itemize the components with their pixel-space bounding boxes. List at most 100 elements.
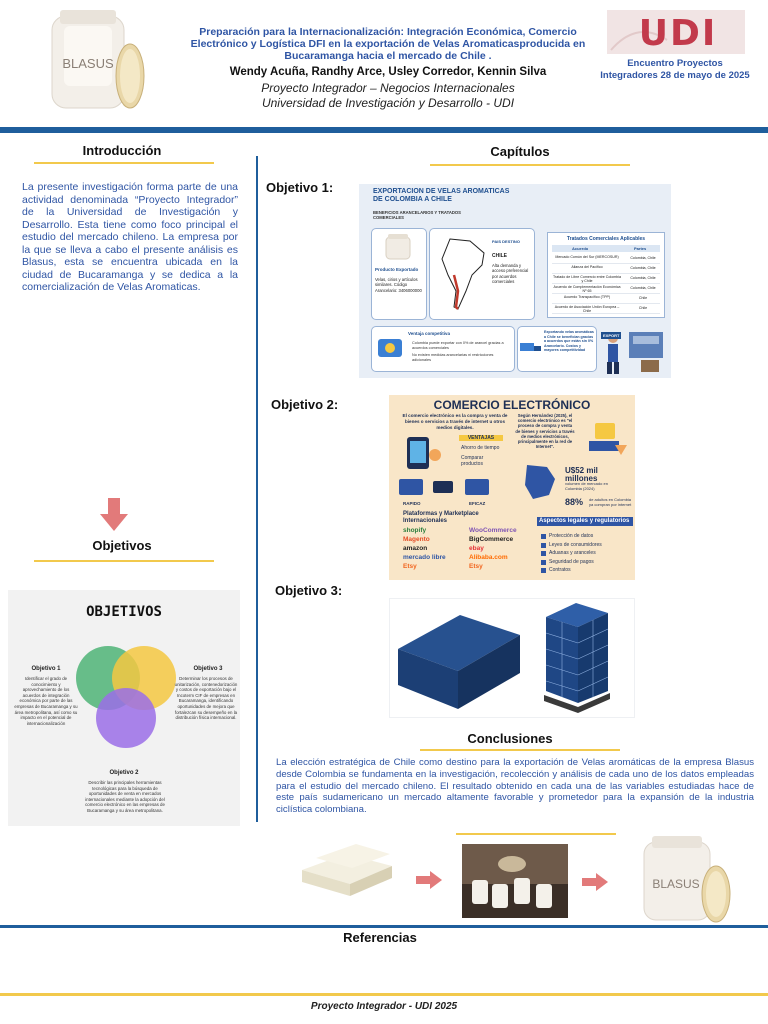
export-benefit-text: Exportando velas aromáticas a Chile se b…: [544, 330, 594, 353]
ecommerce-title: COMERCIO ELECTRÓNICO: [433, 398, 591, 412]
treaties-table-title: Tratados Comerciales Aplicables: [566, 236, 646, 242]
objetivo-1-title: Objetivo 1: [31, 666, 61, 672]
destination-label: PAIS DESTINO: [492, 239, 520, 244]
treaties-col-partes: Partes: [634, 246, 647, 251]
destination-text: Alta demanda y acceso preferencial por a…: [492, 263, 529, 285]
legal-bullet-icon: [541, 568, 546, 573]
advantage-title: Ventaja competitiva: [408, 331, 451, 336]
legal-item: Aduanas y aranceles: [549, 550, 596, 556]
product-text: Velas, cirios y artículos similares. Cód…: [375, 277, 422, 293]
platform-logo: Etsy: [403, 563, 417, 570]
treaty-parties: Colombia, Chile: [630, 286, 656, 290]
treaty-parties: Colombia, Chile: [630, 276, 656, 280]
down-arrow-icon: [100, 498, 128, 531]
advantage-2: No existen medidas arancelarias ni restr…: [412, 353, 494, 362]
platform-logo: shopify: [403, 527, 427, 534]
column-divider: [256, 156, 258, 822]
objetivo-2-label: Objetivo 2:: [271, 397, 339, 412]
objetivo-3-label: Objetivo 3:: [275, 583, 343, 598]
cart-icon: [589, 423, 627, 455]
platform-logo: Magento: [403, 536, 430, 543]
conclusiones-heading: Conclusiones: [467, 731, 553, 746]
stat-adults-value: 88%: [565, 497, 584, 507]
right-arrow-icon-2: [582, 873, 608, 891]
rapido-label: RAPIDO: [403, 501, 421, 506]
ventajas-label: VENTAJAS: [459, 435, 503, 441]
advantage-card: Ventaja competitiva Colombia puede expor…: [371, 326, 515, 372]
finished-candle-image: BLASUS: [643, 836, 731, 923]
product-candle-icon: [385, 234, 411, 260]
treaty-parties: Chile: [638, 306, 648, 310]
destination-card: PAIS DESTINO CHILE Alta demanda y acceso…: [429, 228, 535, 320]
legal-item: Leyes de consumidores: [549, 541, 602, 548]
product-card: Producto Exportado Velas, cirios y artíc…: [371, 228, 427, 320]
intro-text: La presente investigación forma parte de…: [22, 181, 238, 293]
export-infographic-title: EXPORTACION DE VELAS AROMATICAS DE COLOM…: [373, 188, 510, 203]
truck-icon: [520, 343, 541, 351]
udi-logo-text: UDI: [638, 13, 718, 54]
phone-shopping-icon: [407, 437, 441, 469]
conclusiones-text: La elección estratégica de Chile como de…: [276, 757, 754, 816]
export-benefit-card: Exportando velas aromáticas a Chile se b…: [517, 326, 597, 372]
references-divider: [0, 925, 768, 928]
event-info: Encuentro Proyectos Integradores 28 de m…: [600, 58, 750, 81]
right-arrow-icon-1: [416, 871, 442, 889]
intro-heading: Introducción: [82, 143, 162, 158]
objetivo-2-text: Describir las principales herramientas t…: [85, 780, 165, 813]
treaties-table-header: Acuerdo Partes: [552, 245, 660, 252]
referencias-heading: Referencias: [343, 930, 417, 945]
export-infographic: EXPORTACION DE VELAS AROMATICAS DE COLOM…: [359, 184, 671, 378]
legal-bullet-icon: [541, 559, 546, 565]
candle-making-image: [462, 844, 568, 918]
treaty-name: Acuerdo de Asociación Unión Europea – Ch…: [554, 305, 620, 313]
colombia-map-icon: [525, 465, 555, 499]
treaty-name: Alianza del Pacífico: [571, 265, 603, 269]
stat-adults-text: de adultos en Colombia ya compran por in…: [589, 497, 632, 507]
ecommerce-infographic: COMERCIO ELECTRÓNICO El comercio electró…: [389, 395, 635, 580]
treaty-parties: Chile: [638, 296, 648, 300]
packaging-image: [389, 598, 635, 718]
treaty-row: Alianza del Pacífico Colombia, Chile: [552, 264, 660, 274]
objetivos-graphic: OBJETIVOS Objetivo 1 Identificar el grad…: [8, 590, 240, 826]
legal-bullet-icon: [541, 534, 546, 539]
header: BLASUS Preparación para la Internacional…: [0, 0, 768, 128]
ecommerce-left-text: El comercio electrónico es la compra y v…: [402, 413, 508, 430]
candle-logo-image: BLASUS: [51, 10, 145, 109]
handshake-icon: [378, 339, 402, 357]
legal-title: Aspectos legales y regulatorios: [537, 517, 633, 526]
eficaz-label: EFICAZ: [469, 501, 486, 506]
export-infographic-subtitle: BENEFICIOS ARANCELARIOS Y TRATADOS COMER…: [373, 210, 461, 220]
treaty-row: Mercado Común del Sur (MERCOSUR)Colombia…: [552, 254, 660, 264]
tools-icons: [399, 479, 489, 495]
palletized-load-icon: [544, 603, 610, 713]
footer-divider: [0, 993, 768, 996]
legal-item: Protección de datos: [549, 533, 594, 539]
authors: Wendy Acuña, Randhy Arce, Usley Corredor…: [229, 66, 547, 78]
cardboard-box-icon: [398, 615, 520, 709]
treaty-parties: Colombia, Chile: [630, 266, 656, 270]
platform-logo: amazon: [403, 545, 428, 552]
objetivo-2-title: Objetivo 2: [109, 770, 139, 776]
platform-logo: WooCommerce: [469, 527, 517, 534]
treaties-table: Tratados Comerciales Aplicables Acuerdo …: [547, 232, 665, 318]
treaty-row: Tratado de Libre Comercio entre Colombia…: [552, 274, 660, 284]
treaty-row: Acuerdo de Complementación Económica Nº …: [552, 284, 660, 294]
objetivos-graphic-title: OBJETIVOS: [86, 604, 162, 620]
footer-text: Proyecto Integrador - UDI 2025: [310, 1001, 458, 1012]
treaty-name: Mercado Común del Sur (MERCOSUR): [555, 255, 619, 259]
capitulos-heading: Capítulos: [490, 144, 550, 159]
platform-logo: BigCommerce: [469, 536, 514, 543]
objetivo-1-label: Objetivo 1:: [266, 180, 334, 195]
objetivos-heading: Objetivos: [92, 538, 152, 553]
legal-item: Contratos: [549, 567, 571, 573]
stat-market-text: volumen de mercado en Colombia (2024): [565, 481, 608, 491]
south-america-map-icon: [441, 238, 485, 310]
advantage-1: Colombia puede exportar con 0% de arance…: [412, 341, 504, 350]
legal-bullet-icon: [541, 551, 546, 556]
destination-country: CHILE: [492, 253, 507, 259]
poster-title: Preparación para la Internacionalización…: [190, 26, 586, 62]
treaty-row: Acuerdo de Asociación Unión Europea – Ch…: [552, 304, 660, 314]
stat-market-value: U$52 mil millones: [565, 466, 598, 483]
legal-item: Seguridad de pagos: [549, 558, 594, 565]
